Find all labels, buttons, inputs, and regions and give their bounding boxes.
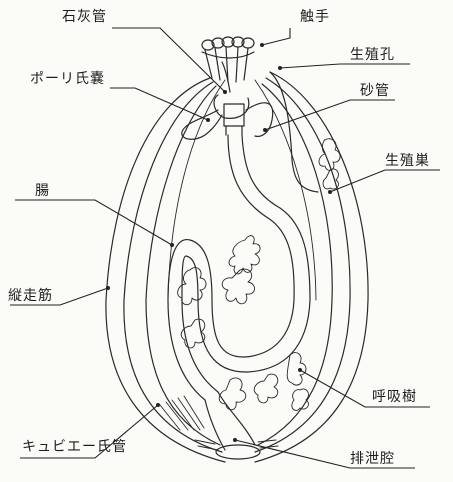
label-stone-canal: 石灰管 — [62, 6, 107, 26]
intestine-sketch — [168, 135, 310, 400]
label-cloaca: 排泄腔 — [350, 448, 395, 468]
label-sand-canal: 砂管 — [360, 80, 390, 100]
label-cuvierian-tubules: キュビエー氏管 — [22, 436, 127, 456]
label-respiratory-tree: 呼吸樹 — [372, 386, 417, 406]
tentacles-sketch — [202, 37, 254, 82]
body-wall — [106, 72, 368, 462]
label-gonad: 生殖巣 — [385, 150, 430, 170]
label-longitudinal-muscle: 縦走筋 — [8, 285, 53, 305]
label-polian-vesicle: ポーリ氏嚢 — [30, 68, 105, 88]
label-gonopore: 生殖孔 — [350, 44, 395, 64]
label-intestine: 腸 — [35, 180, 50, 200]
respiratory-tree-sketch — [178, 139, 340, 411]
label-tentacles: 触手 — [300, 6, 330, 26]
